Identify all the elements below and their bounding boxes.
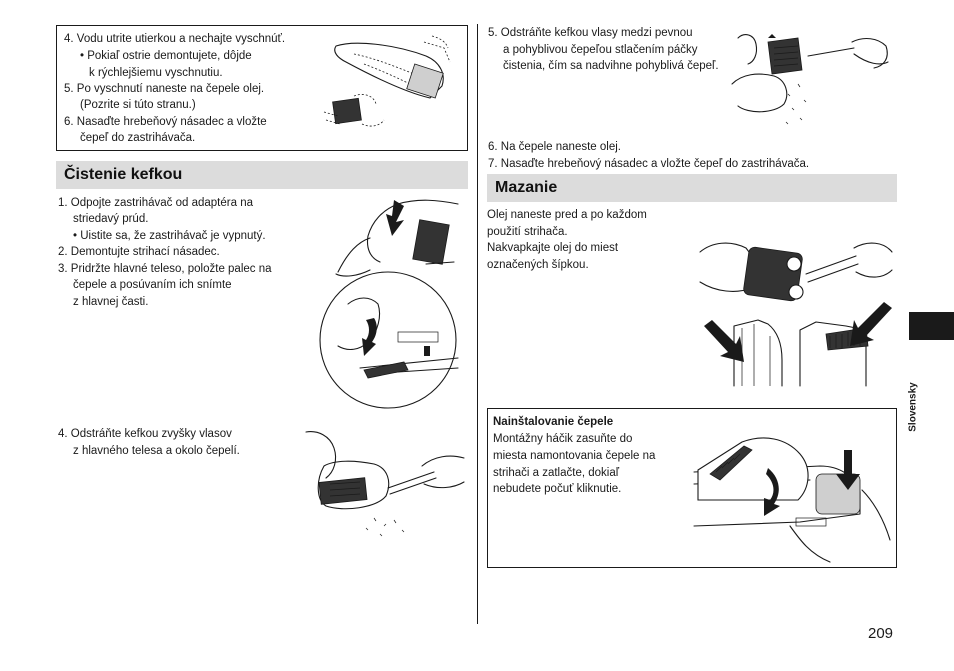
right-step-5: 5. Odstráňte kefkou vlasy medzi pevnou <box>488 27 693 39</box>
right-step-5-cont2: čistenia, čím sa nadvihne pohyblivá čepe… <box>503 60 719 72</box>
install-line-4: nebudete počuť kliknutie. <box>493 483 622 495</box>
column-divider <box>477 24 478 624</box>
language-tab-label: Slovensky <box>907 382 919 432</box>
brush-step-3-cont: čepele a posúvaním ich snímte <box>73 279 232 291</box>
right-step-6: 6. Na čepele naneste olej. <box>488 141 621 153</box>
brush-blades-illustration <box>728 24 892 134</box>
brush-step-1-bullet: • Uistite sa, že zastrihávač je vypnutý. <box>73 230 266 242</box>
oiling-illustration <box>696 212 894 390</box>
language-tab-marker <box>909 312 954 340</box>
brush-step-3-cont2: z hlavnej časti. <box>73 296 149 308</box>
step-6-attach-cont: čepeľ do zastrihávača. <box>80 132 196 144</box>
drying-instructions-box <box>56 25 468 151</box>
page-number: 209 <box>868 625 894 642</box>
step-4-bullet: • Pokiaľ ostrie demontujete, dôjde <box>80 50 252 62</box>
brush-step-2: 2. Demontujte strihací násadec. <box>58 246 220 258</box>
step-6-attach: 6. Nasaďte hrebeňový násadec a vložte <box>64 116 267 128</box>
step-5-oil-cont: (Pozrite si túto stranu.) <box>80 99 196 111</box>
oiling-line-3: Nakvapkajte olej do miest <box>487 242 619 254</box>
install-line-1: Montážny háčik zasuňte do <box>493 433 633 445</box>
step-4-dry: 4. Vodu utrite utierkou a nechajte vysch… <box>64 33 286 45</box>
section-title-oiling: Mazanie <box>487 174 897 202</box>
brush-body-illustration <box>304 426 466 546</box>
install-line-3: strihači a zatlačte, dokiaľ <box>493 467 620 479</box>
oiling-line-2: použití strihača. <box>487 226 568 238</box>
brush-step-3: 3. Pridržte hlavné teleso, položte palec… <box>58 263 272 275</box>
trimmer-drying-illustration <box>314 34 464 138</box>
step-5-oil: 5. Po vyschnutí naneste na čepele olej. <box>64 83 265 95</box>
oiling-line-1: Olej naneste pred a po každom <box>487 209 647 221</box>
section-title-brush-cleaning: Čistenie kefkou <box>56 161 468 189</box>
install-line-2: miesta namontovania čepele na <box>493 450 656 462</box>
step-4-bullet-cont: k rýchlejšiemu vyschnutiu. <box>89 67 223 79</box>
remove-blade-illustration <box>308 192 468 410</box>
oiling-line-4: označených šípkou. <box>487 259 589 271</box>
install-blade-box <box>487 408 897 568</box>
brush-step-1: 1. Odpojte zastrihávač od adaptéra na <box>58 197 253 209</box>
brush-step-4-cont: z hlavného telesa a okolo čepelí. <box>73 445 240 457</box>
brush-step-1-cont: striedavý prúd. <box>73 213 149 225</box>
brush-step-4: 4. Odstráňte kefkou zvyšky vlasov <box>58 428 232 440</box>
right-step-5-cont: a pohyblivou čepeľou stlačením páčky <box>503 44 698 56</box>
install-blade-title: Nainštalovanie čepele <box>493 416 614 428</box>
install-blade-illustration <box>690 430 894 566</box>
right-step-7: 7. Nasaďte hrebeňový násadec a vložte če… <box>488 158 810 170</box>
